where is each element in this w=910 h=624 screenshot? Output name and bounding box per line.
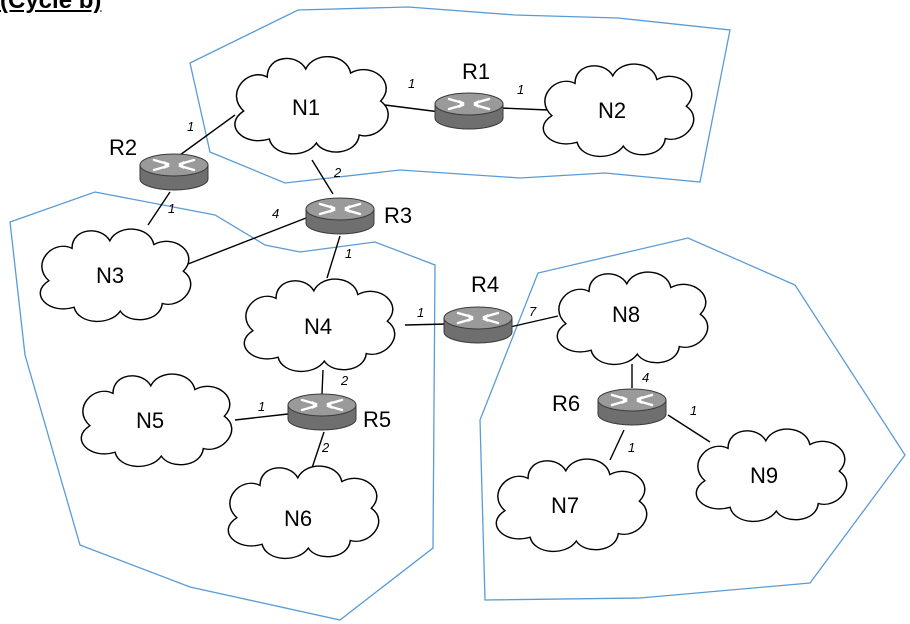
cost-label-r5-n5: 1: [258, 399, 265, 414]
link-r5-n4: [321, 369, 324, 395]
cost-label-r6-n9: 1: [690, 403, 697, 418]
router-R4: R4: [442, 272, 514, 345]
link-r6-n9: [667, 414, 711, 443]
link-r3-n3: [187, 217, 307, 265]
network-label: N2: [598, 98, 626, 123]
link-n1-r1: [384, 104, 441, 113]
network-N1: N1: [234, 55, 389, 155]
link-r1-n2: [499, 107, 549, 111]
network-N3: N3: [39, 228, 192, 323]
link-r3-n4: [326, 235, 341, 279]
link-r6-n7: [609, 429, 625, 461]
link-n4-r4: [404, 323, 448, 326]
network-label: N5: [136, 408, 164, 433]
network-label: N6: [284, 506, 312, 531]
cost-label-r1-n2: 1: [517, 82, 524, 97]
network-label: N4: [304, 314, 332, 339]
network-N6: N6: [227, 465, 380, 560]
router-R6: R6: [552, 387, 668, 427]
router-R1: R1: [433, 59, 505, 131]
network-N5: N5: [80, 373, 233, 468]
cost-label-r4-n8: 7: [529, 304, 537, 319]
cost-label-r2-n3: 1: [168, 201, 175, 216]
router-label: R2: [109, 135, 137, 160]
area-boundary-top: [189, 6, 731, 184]
cost-label-r5-n4: 2: [340, 373, 349, 388]
network-N8: N8: [556, 271, 709, 366]
network-label: N3: [96, 263, 124, 288]
router-R5: R5: [286, 392, 391, 432]
network-N9: N9: [695, 428, 848, 523]
link-r4-n8: [509, 315, 559, 328]
router-label: R6: [552, 391, 580, 416]
cost-label-r2-n1: 1: [187, 119, 194, 134]
cost-label-r6-n7: 1: [628, 440, 635, 455]
link-r2-n1: [179, 114, 236, 156]
router-R3: R3: [304, 196, 412, 236]
cost-label-r3-n1: 2: [333, 165, 342, 180]
network-N7: N7: [495, 458, 648, 553]
area-boundary-left: [9, 191, 436, 621]
router-R2: R2: [109, 135, 210, 192]
network-label: N9: [750, 463, 778, 488]
header-fragment: (Cycle b): [0, 0, 102, 14]
network-N2: N2: [542, 63, 695, 158]
network-label: N7: [551, 493, 579, 518]
link-costs: 1 1 1 1 2 4 1 1 7 2 1 2 4 1 1: [168, 76, 697, 455]
network-N4: N4: [243, 278, 396, 373]
link-r5-n6: [311, 431, 325, 469]
links: [147, 104, 711, 469]
router-label: R1: [462, 59, 490, 84]
cost-label-r3-n3: 4: [272, 206, 279, 221]
cost-label-r5-n6: 2: [321, 440, 330, 455]
link-r2-n3: [147, 191, 171, 226]
cost-label-n4-r4: 1: [417, 305, 424, 320]
network-label: N8: [612, 302, 640, 327]
link-r5-n5: [234, 413, 289, 421]
router-label: R3: [384, 203, 412, 228]
area-boundary-right: [479, 237, 906, 601]
router-label: R5: [363, 407, 391, 432]
router-label: R4: [471, 272, 499, 297]
cost-label-r3-n4: 1: [345, 246, 352, 261]
link-r3-n1: [311, 159, 334, 195]
cost-label-r6-n8: 4: [642, 370, 649, 385]
cost-label-n1-r1: 1: [408, 76, 415, 91]
network-label: N1: [292, 95, 320, 120]
